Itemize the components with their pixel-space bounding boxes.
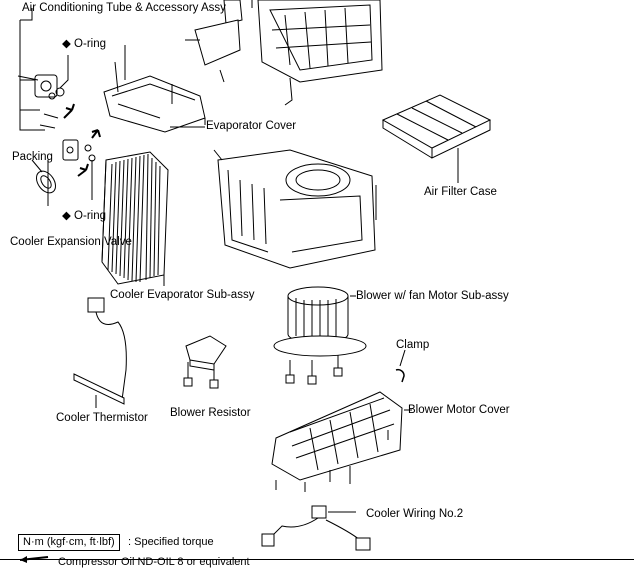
air-filter-case-part — [381, 94, 492, 183]
label-cooler-evaporator: Cooler Evaporator Sub-assy — [110, 289, 255, 301]
label-ac-tube: Air Conditioning Tube & Accessory Assy — [22, 2, 226, 14]
heater-housing-top — [185, 0, 383, 106]
label-leaders — [251, 0, 356, 297]
label-blower-motor-cover: Blower Motor Cover — [408, 404, 510, 416]
blower-resistor-part — [183, 335, 227, 389]
blower-motor-cover-part — [271, 391, 412, 492]
packing-part — [31, 159, 57, 194]
label-packing: Packing — [12, 151, 53, 163]
cooler-thermistor-part — [73, 297, 127, 408]
torque-legend-box: N·m (kgf·cm, ft·lbf) — [18, 534, 120, 551]
label-cooler-thermistor: Cooler Thermistor — [56, 412, 148, 424]
label-blower-resistor: Blower Resistor — [170, 407, 251, 419]
label-evaporator-cover: Evaporator Cover — [206, 120, 297, 132]
label-oring-bottom: ◆ O-ring — [62, 210, 106, 222]
label-oring-top: ◆ O-ring — [62, 38, 106, 50]
clamp-part — [395, 349, 406, 383]
expansion-valve-part — [47, 129, 101, 206]
label-cooler-wiring: Cooler Wiring No.2 — [366, 508, 464, 520]
cooler-evaporator-part — [101, 151, 169, 286]
blower-housing-center — [213, 149, 377, 269]
label-clamp: Clamp — [396, 339, 430, 351]
oring-top-arrow — [55, 55, 75, 119]
label-cooler-expansion-valve: Cooler Expansion Valve — [10, 236, 132, 248]
label-blower-fan-motor: Blower w/ fan Motor Sub-assy — [356, 290, 509, 302]
label-air-filter-case: Air Filter Case — [424, 186, 497, 198]
cooler-wiring-part — [261, 505, 371, 551]
oil-legend-text: Compressor Oil ND-OIL 8 or equivalent — [58, 556, 250, 568]
torque-legend-text: : Specified torque — [128, 536, 214, 548]
ac-tube-assembly — [17, 8, 59, 131]
blower-motor-part — [273, 286, 367, 385]
evaporator-cover-part — [103, 45, 206, 133]
bottom-rule — [0, 559, 634, 560]
